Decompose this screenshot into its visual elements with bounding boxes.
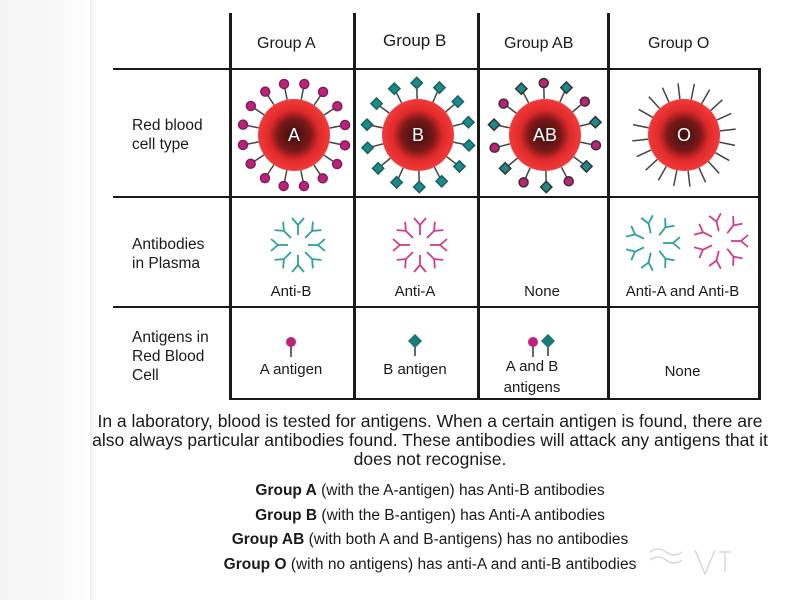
cell-letter-a: A (288, 125, 300, 145)
grid-line (229, 398, 761, 400)
grid-line (113, 68, 761, 70)
left-shadow-strip (0, 0, 96, 600)
antibody-cluster-anti-a (392, 217, 448, 273)
antigen-label-group-a: A antigen (259, 361, 323, 378)
summary-line-group-b: Group B (with the B-antigen) has Anti-A … (85, 507, 775, 525)
antibody-cluster-anti-b (270, 217, 326, 273)
header-group-o: Group O (648, 35, 710, 52)
cell-letter-b: B (412, 125, 424, 145)
row-label-line: Red blood cell type (132, 117, 203, 153)
summary-line-group-ab: Group AB (with both A and B-antigens) ha… (85, 531, 775, 549)
grid-line (758, 68, 761, 400)
grid-line (113, 196, 761, 198)
explanation-paragraph: In a laboratory, blood is tested for ant… (92, 411, 768, 469)
antibody-cluster-anti-a (693, 212, 749, 270)
antigen-label-group-ab: A and B antigens (503, 358, 561, 396)
red-blood-cell-icon: O (632, 83, 736, 187)
header-group-a: Group A (257, 35, 316, 52)
antibody-cluster-anti-b (625, 214, 681, 272)
red-blood-cell-icon: B (360, 76, 476, 194)
cell-letter-o: O (677, 125, 691, 145)
grid-line (607, 13, 610, 400)
summary-group-name: Group B (255, 507, 318, 524)
antibody-label-group-ab: None (524, 283, 560, 300)
grid-line (113, 306, 761, 308)
grid-line (477, 13, 480, 400)
summary-text: (with no antigens) has anti-A and anti-B… (286, 556, 637, 573)
antigen-label-group-o: None (664, 363, 701, 380)
grid-line (229, 13, 232, 400)
red-blood-cell-icon: A (237, 78, 351, 192)
summary-group-name: Group AB (231, 531, 305, 548)
watermark-logo (649, 548, 731, 576)
header-group-ab: Group AB (504, 35, 574, 52)
red-blood-cell-icon: AB (487, 77, 603, 194)
summary-group-name: Group A (255, 482, 317, 499)
antigen-b-icon (540, 333, 556, 356)
header-group-b: Group B (383, 31, 447, 50)
antibody-label-group-a: Anti-B (270, 283, 312, 300)
row-label-line: Antibodies in Plasma (132, 236, 205, 272)
antigen-a-icon (286, 337, 296, 357)
grid-line (353, 13, 356, 400)
row-label-line: Antigens in Red Blood Cell (132, 329, 209, 384)
summary-text: (with the B-antigen) has Anti-A antibodi… (317, 507, 605, 524)
row-label-red-blood-cell: Red blood cell type (132, 116, 203, 154)
antigen-b-icon (407, 333, 423, 356)
left-shadow-edge (90, 0, 94, 600)
blood-group-table: Group A Group B Group AB Group O Red blo… (113, 13, 761, 400)
row-label-antibodies: Antibodies in Plasma (132, 235, 204, 273)
summary-text: (with both A and B-antigens) has no anti… (304, 531, 629, 548)
summary-line-group-o: Group O (with no antigens) has anti-A an… (85, 556, 775, 574)
summary-line-group-a: Group A (with the A-antigen) has Anti-B … (85, 482, 775, 500)
antigen-a-icon (528, 337, 538, 357)
cell-letter-ab: AB (533, 125, 557, 145)
antibody-label-group-b: Anti-A (394, 283, 436, 300)
summary-group-name: Group O (223, 556, 287, 573)
antigen-label-group-b: B antigen (383, 361, 447, 378)
row-label-antigens: Antigens in Red Blood Cell (132, 328, 209, 385)
summary-text: (with the A-antigen) has Anti-B antibodi… (316, 482, 605, 499)
antibody-label-group-o: Anti-A and Anti-B (625, 283, 740, 300)
